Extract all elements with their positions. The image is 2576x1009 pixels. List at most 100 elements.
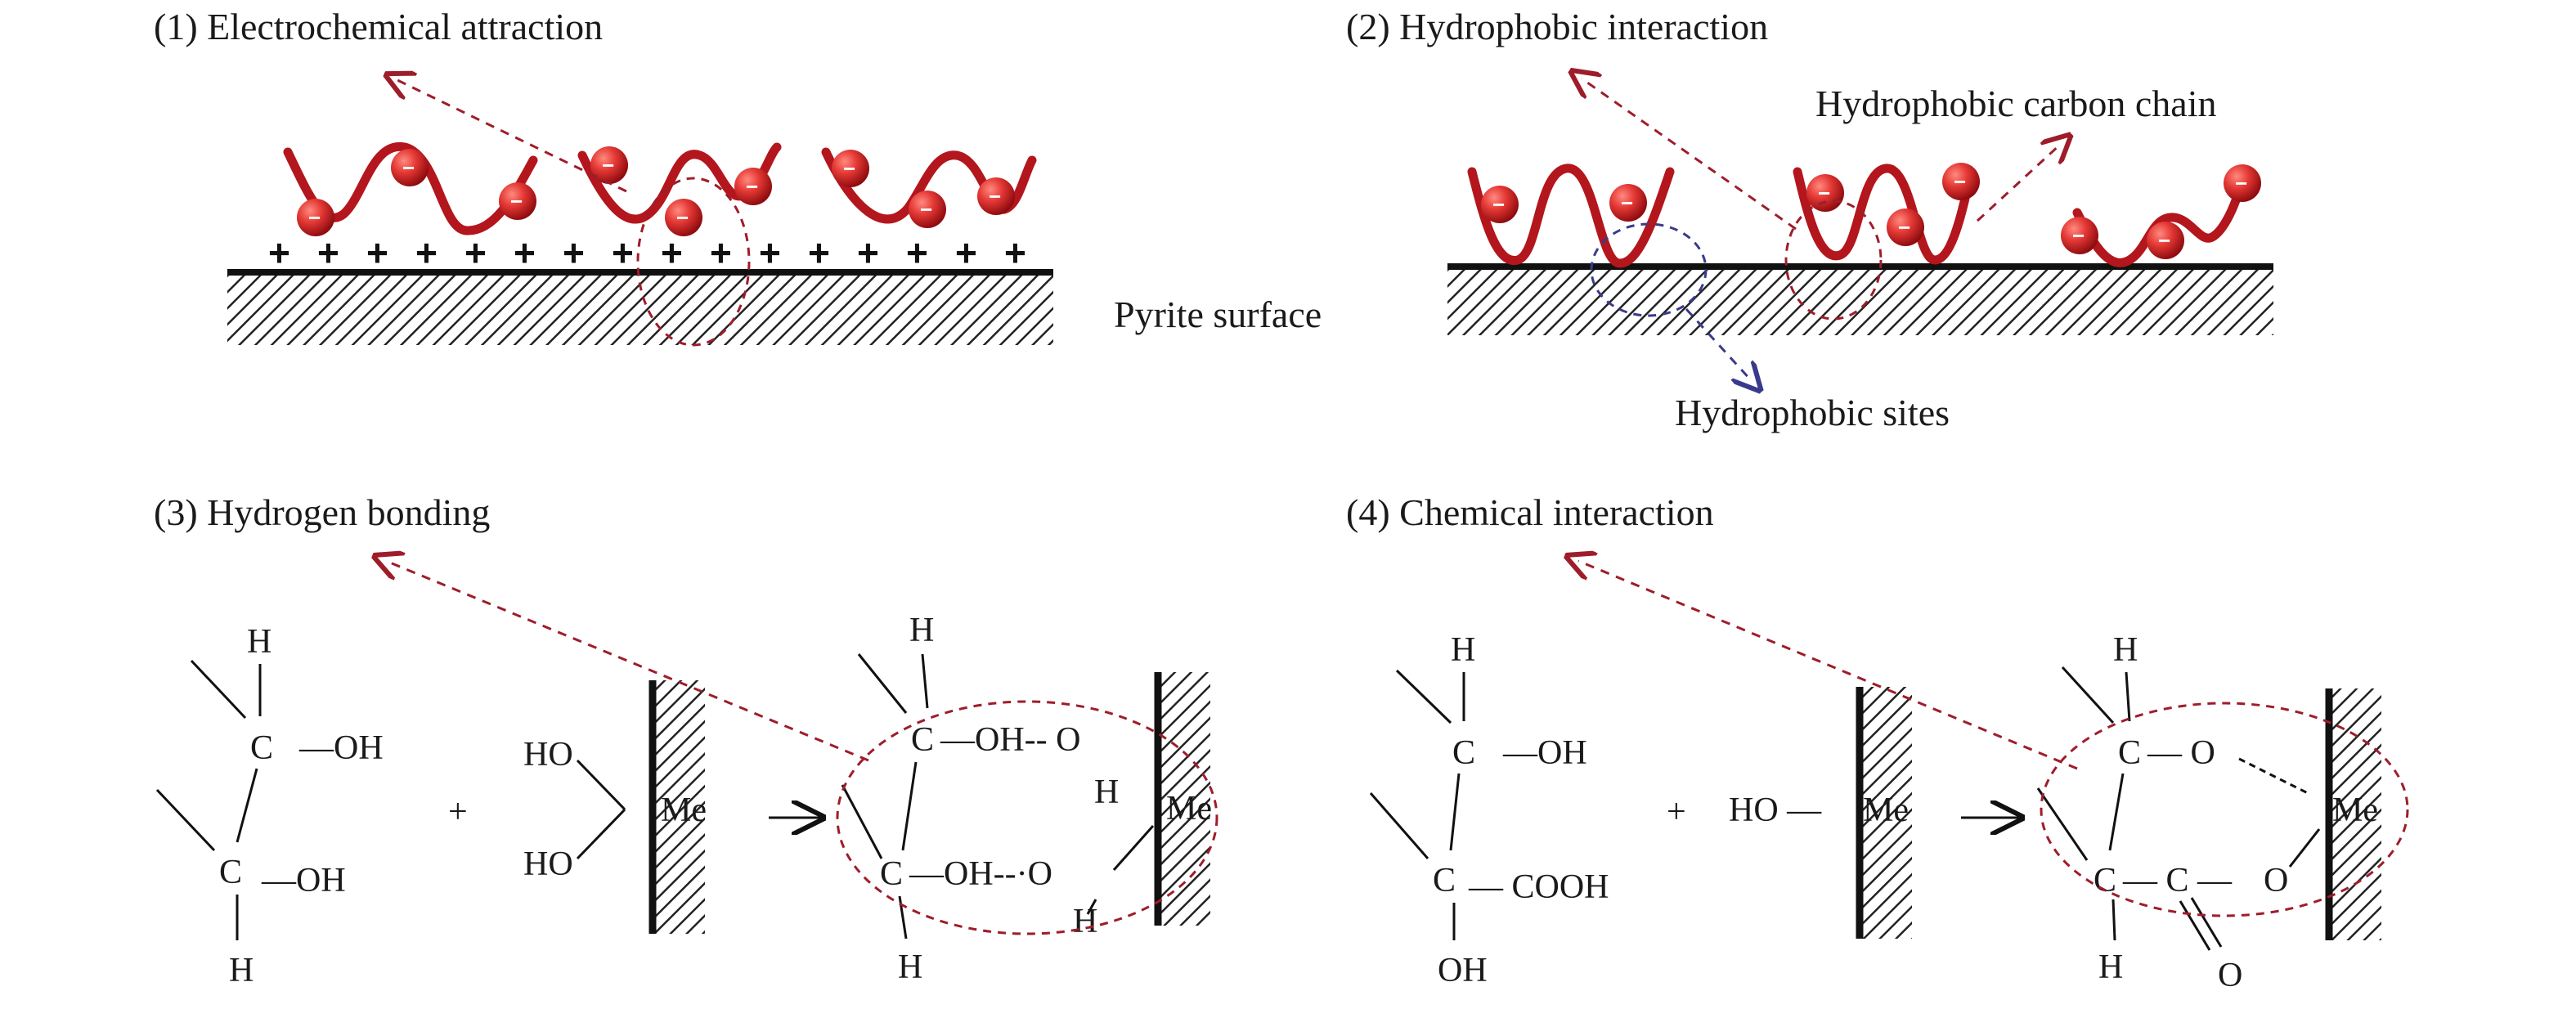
panel-hydrophobic: (2) Hydrophobic interaction − − − − − − …: [1346, 6, 2273, 433]
double-bond: [2179, 900, 2211, 951]
anion-head: [977, 177, 1015, 215]
anion-head: [1609, 184, 1647, 222]
coordination-bond: [2238, 757, 2309, 795]
atom-o: O: [2264, 862, 2288, 899]
hydrophobic-chain-label: Hydrophobic carbon chain: [1815, 83, 2217, 124]
minus-charge: −: [746, 174, 758, 199]
group-o: — O: [2147, 734, 2215, 772]
group-oh: —OH: [261, 862, 346, 899]
anion-head: [297, 199, 334, 236]
oh-hbond-group: —OH--·O: [909, 855, 1052, 893]
group-ho: HO: [523, 845, 573, 883]
group-cooh: — COOH: [1468, 868, 1609, 906]
anion-head: [1887, 209, 1924, 246]
bond: [1112, 825, 1155, 871]
atom-c: C: [911, 721, 934, 759]
minus-charge: −: [989, 184, 1001, 209]
plus-operator: +: [1667, 793, 1686, 831]
highlight-circle: [1784, 200, 1883, 321]
hydrophobic-substrate: [1447, 267, 2273, 335]
minus-charge: −: [1818, 181, 1830, 205]
atom-me: Me: [1863, 792, 1909, 829]
chain-pointer-arrow: [1976, 144, 2061, 222]
anion-head: [590, 146, 628, 184]
pyrite-surface-label: Pyrite surface: [1114, 294, 1322, 335]
metal-hydroxide-surface: HO — Me: [1729, 687, 1912, 939]
bond: [1449, 773, 1461, 851]
panel-hydrogen-bonding: (3) Hydrogen bonding H C —OH C —OH H + H…: [154, 491, 1218, 989]
bond: [841, 784, 883, 859]
plus-charge: +: [415, 231, 438, 274]
collector-chain: [1793, 164, 1976, 265]
group-oh: OH: [1438, 952, 1488, 989]
atom-h: H: [247, 623, 272, 661]
callout-arrow: [386, 561, 869, 762]
atom-h: H: [2113, 631, 2138, 669]
bond: [190, 659, 247, 720]
group-ho: HO: [523, 736, 573, 774]
anion-head: [2224, 164, 2261, 202]
minus-charge: −: [2235, 171, 2247, 195]
anion-head: [734, 168, 772, 205]
diol-molecule: H C —OH C —OH H: [155, 623, 384, 989]
bond: [921, 653, 929, 709]
atom-c: C: [250, 729, 273, 767]
bond: [2061, 666, 2115, 724]
bond: [1369, 792, 1429, 859]
panel-1-title: (1) Electrochemical attraction: [154, 6, 603, 47]
plus-charge: +: [366, 231, 388, 274]
plus-charge: +: [612, 231, 634, 274]
bond: [1395, 669, 1452, 724]
anion-head: [909, 191, 946, 228]
anionic-heads: − − − − − − − −: [1481, 163, 2261, 259]
minus-charge: −: [602, 153, 614, 177]
bond: [236, 768, 258, 843]
atom-h: H: [1094, 774, 1119, 811]
anion-head: [665, 199, 702, 236]
atom-c: C: [880, 855, 903, 893]
hydroxy-acid-molecule: H C —OH C — COOH OH: [1369, 631, 1609, 989]
metal-surface: [651, 680, 705, 934]
atom-h: H: [1073, 903, 1097, 940]
atom-c: C: [1452, 734, 1475, 772]
plus-charge: +: [268, 231, 290, 274]
anion-head: [2147, 222, 2184, 259]
plus-charge: +: [317, 231, 339, 274]
bond: [576, 808, 626, 860]
minus-charge: −: [2072, 223, 2085, 248]
hydrophobic-site-circle: [1590, 222, 1708, 317]
panel-3-title: (3) Hydrogen bonding: [154, 491, 490, 533]
plus-operator: +: [448, 793, 468, 831]
plus-charge: +: [464, 231, 487, 274]
plus-charge: +: [759, 231, 781, 274]
panel-4-title: (4) Chemical interaction: [1346, 491, 1714, 533]
bond: [2125, 671, 2131, 722]
bond: [2108, 773, 2125, 851]
atom-h: H: [1451, 631, 1475, 669]
plus-charge: +: [1004, 231, 1026, 274]
anion-head: [499, 182, 536, 220]
minus-charge: −: [676, 205, 689, 230]
panel-2-title: (2) Hydrophobic interaction: [1346, 6, 1768, 47]
plus-charge: +: [514, 231, 536, 274]
bond: [2036, 787, 2089, 861]
atom-me: Me: [1166, 790, 1212, 827]
hydrogen-bonded-complex: H C —OH-- O C —OH--·O H H H Me: [841, 612, 1212, 986]
anion-head: [1481, 186, 1519, 223]
metal-surface: [1858, 687, 1912, 939]
minus-charge: −: [308, 205, 321, 230]
plus-charge: +: [857, 231, 879, 274]
atom-h: H: [229, 952, 254, 989]
chelate-complex: H C — O C — C — O O H Me: [2036, 631, 2381, 994]
metal-hydroxide-surface: HO HO Me: [523, 680, 707, 934]
anion-head: [832, 150, 869, 187]
highlight-circle: [636, 177, 751, 347]
double-bond: [2190, 897, 2223, 948]
plus-charge: +: [661, 231, 683, 274]
bond: [155, 788, 216, 852]
plus-charge: +: [808, 231, 830, 274]
minus-charge: −: [1954, 169, 1966, 194]
bond: [2112, 899, 2116, 941]
plus-charge: +: [710, 231, 732, 274]
hydrophobic-sites-label: Hydrophobic sites: [1675, 392, 1950, 433]
